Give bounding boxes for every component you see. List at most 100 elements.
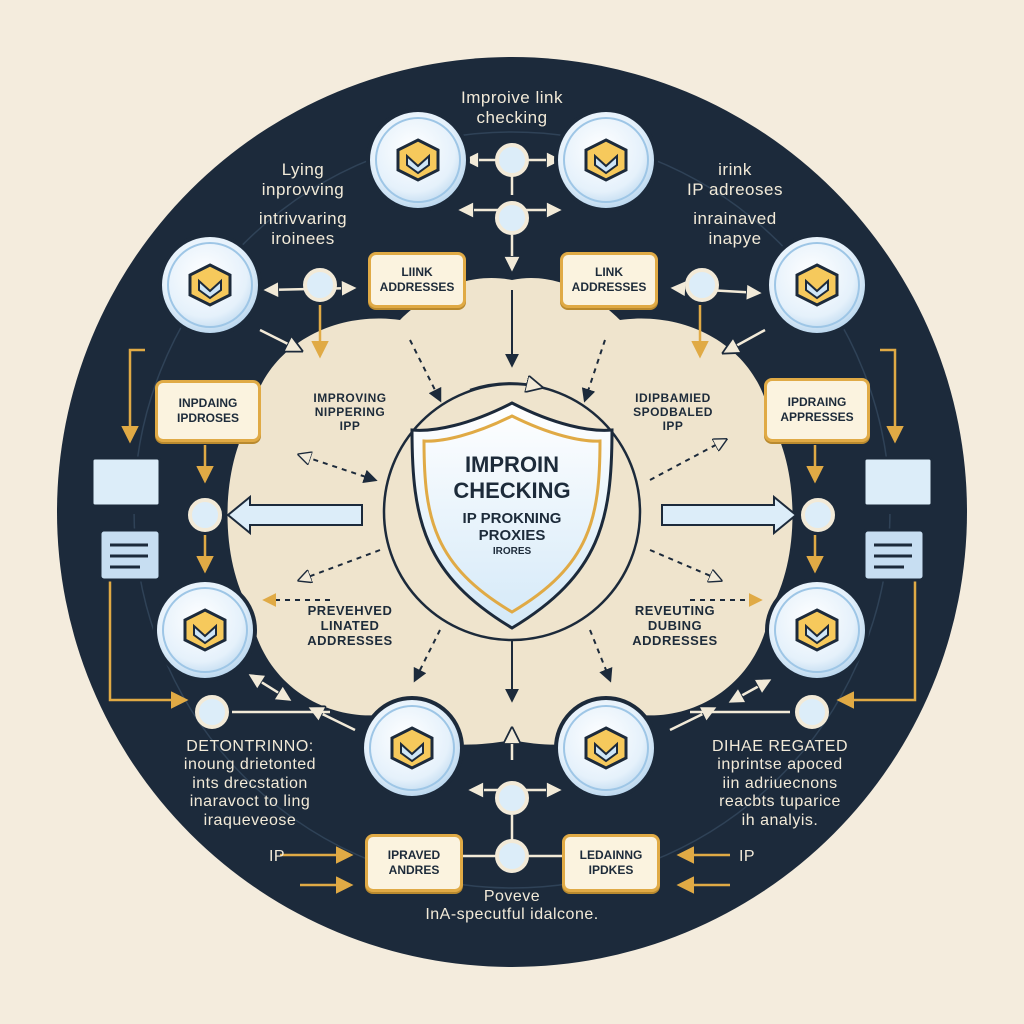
node-bottom-left: [360, 696, 464, 800]
box-top-left-line1: LIINK: [401, 265, 433, 279]
inner-label-right-line1: IDIPBAMIED: [635, 391, 711, 405]
label-lower-right-line5: ih analyis.: [741, 811, 819, 829]
label-lower-left-line4: inaravoct to ling: [189, 793, 311, 811]
label-lower-right-ip: IP: [738, 848, 756, 865]
label-upper-right-line3: inrainaved: [693, 209, 777, 229]
box-bottom-right-line1: LEDAINNG: [579, 848, 643, 862]
label-upper-left-line4: iroinees: [271, 228, 335, 248]
node-lower-right: [765, 578, 869, 682]
node-top-left: [366, 108, 470, 212]
shield-title-line1: IMPROIN: [464, 452, 560, 477]
inner-label-left-line2: NIPPERING: [314, 404, 386, 419]
lens-right: [801, 498, 835, 532]
inner-label-lower-right: REVEUTING DUBING ADDRESSES: [605, 603, 745, 649]
label-upper-right-line1: irink: [718, 160, 752, 179]
shield-icon: [584, 138, 628, 182]
shield-icon: [795, 608, 839, 652]
inner-label-left-line3: IPP: [339, 418, 361, 433]
box-right-line2: APPRESSES: [780, 410, 854, 424]
label-lower-right-line1: DIHAE REGATED: [712, 738, 848, 755]
label-top-line1: Improive link: [461, 88, 563, 107]
label-upper-right-line4: inapye: [708, 228, 762, 248]
lens-bottom-2: [495, 839, 529, 873]
shield-icon: [183, 608, 227, 652]
box-bottom-right-line2: IPDKES: [588, 863, 634, 877]
node-upper-right: [765, 233, 869, 337]
label-lower-left-line2: inoung drietonted: [183, 756, 317, 774]
inner-label-lower-left-line3: ADDRESSES: [307, 632, 393, 648]
box-left-line2: IPDROSES: [176, 411, 239, 425]
box-top-right-line2: ADDRESSES: [571, 280, 647, 294]
shield-icon: [390, 726, 434, 770]
node-upper-left: [158, 233, 262, 337]
label-upper-left-line3: intrivvaring: [258, 209, 348, 229]
shield-title-line4: PROXIES: [478, 527, 546, 544]
label-upper-left: Lying inprovving intrivvaring iroinees: [218, 160, 388, 248]
inner-label-lower-left-line2: LINATED: [320, 617, 380, 633]
shield-title-line2: CHECKING: [453, 478, 571, 503]
node-top-right: [554, 108, 658, 212]
inner-label-left-line1: IMPROVING: [313, 391, 387, 405]
label-lower-right: DIHAE REGATED inprintse apoced iin adriu…: [660, 738, 900, 830]
label-lower-right-line3: iin adriuecnons: [722, 774, 838, 792]
box-bottom-left-line2: ANDRES: [388, 863, 440, 877]
node-lower-left: [153, 578, 257, 682]
label-lower-left-line5: iraqueveose: [203, 811, 297, 829]
box-bottom-left-line1: IPRAVED: [387, 848, 441, 862]
shield-icon: [188, 263, 232, 307]
inner-arrows: [262, 290, 763, 703]
inner-label-lower-right-line3: ADDRESSES: [632, 632, 718, 648]
label-lower-left-line1: DETONTRINNO:: [186, 738, 314, 755]
left-monitor: [90, 456, 162, 582]
box-left: INPDAING IPDROSES: [155, 380, 261, 442]
label-upper-left-line2: inprovving: [261, 179, 345, 199]
shield-title-line3: IP PROKNING: [462, 510, 562, 527]
label-lower-right-line2: inprintse apoced: [717, 756, 843, 774]
shield-icon: [795, 263, 839, 307]
inner-label-lower-left: PREVEHVED LINATED ADDRESSES: [280, 603, 420, 649]
lens-upper-right: [685, 268, 719, 302]
label-lower-left: DETONTRINNO: inoung drietonted ints drec…: [140, 738, 360, 830]
box-top-left: LIINK ADDRESSES: [368, 252, 466, 308]
label-top-line2: checking: [476, 107, 548, 127]
shield-icon: [584, 726, 628, 770]
box-right: IPDRAING APPRESSES: [764, 378, 870, 442]
label-upper-right-line2: IP adreoses: [687, 179, 783, 199]
inner-label-lower-left-line1: PREVEHVED: [307, 603, 393, 618]
lens-top-1: [495, 143, 529, 177]
label-bottom: Poveve InA-specutful idalcone.: [360, 888, 664, 925]
shield-orbit-arrow: [469, 383, 540, 390]
box-top-left-line2: ADDRESSES: [379, 280, 455, 294]
label-lower-right-line4: reacbts tuparice: [719, 793, 841, 811]
label-bottom-line2: InA-specutful idalcone.: [425, 906, 599, 924]
box-top-right: LINK ADDRESSES: [560, 252, 658, 308]
shield-icon: [396, 138, 440, 182]
shield-title: IMPROIN CHECKING IP PROKNING PROXIES IRO…: [412, 452, 612, 557]
lens-lower-right: [795, 695, 829, 729]
shield-title-line5: IRORES: [492, 546, 532, 557]
box-top-right-line1: LINK: [595, 265, 623, 279]
label-upper-left-line1: Lying: [281, 160, 325, 179]
inner-label-lower-right-line1: REVEUTING: [634, 603, 716, 618]
lens-bottom-1: [495, 781, 529, 815]
inner-label-left: IMPROVING NIPPERING IPP: [285, 391, 415, 433]
lens-top-2: [495, 201, 529, 235]
box-left-line1: INPDAING: [178, 396, 238, 410]
label-bottom-line1: Poveve: [483, 888, 541, 905]
inner-label-lower-right-line2: DUBING: [647, 617, 703, 633]
side-arcs: [108, 348, 917, 709]
label-lower-left-ip: IP: [268, 848, 286, 865]
inner-label-right-line3: IPP: [662, 418, 684, 433]
label-top: Improive link checking: [400, 88, 624, 127]
node-bottom-right: [554, 696, 658, 800]
side-block-arrows: [226, 494, 798, 536]
box-bottom-right: LEDAINNG IPDKES: [562, 834, 660, 892]
right-monitor: [862, 456, 934, 582]
label-upper-right: irink IP adreoses inrainaved inapye: [650, 160, 820, 248]
inner-label-right: IDIPBAMIED SPODBALED IPP: [608, 391, 738, 433]
inner-label-right-line2: SPODBALED: [633, 404, 713, 419]
label-lower-left-line3: ints drecstation: [192, 774, 308, 792]
central-shield-rim: [422, 414, 602, 614]
lens-upper-left: [303, 268, 337, 302]
